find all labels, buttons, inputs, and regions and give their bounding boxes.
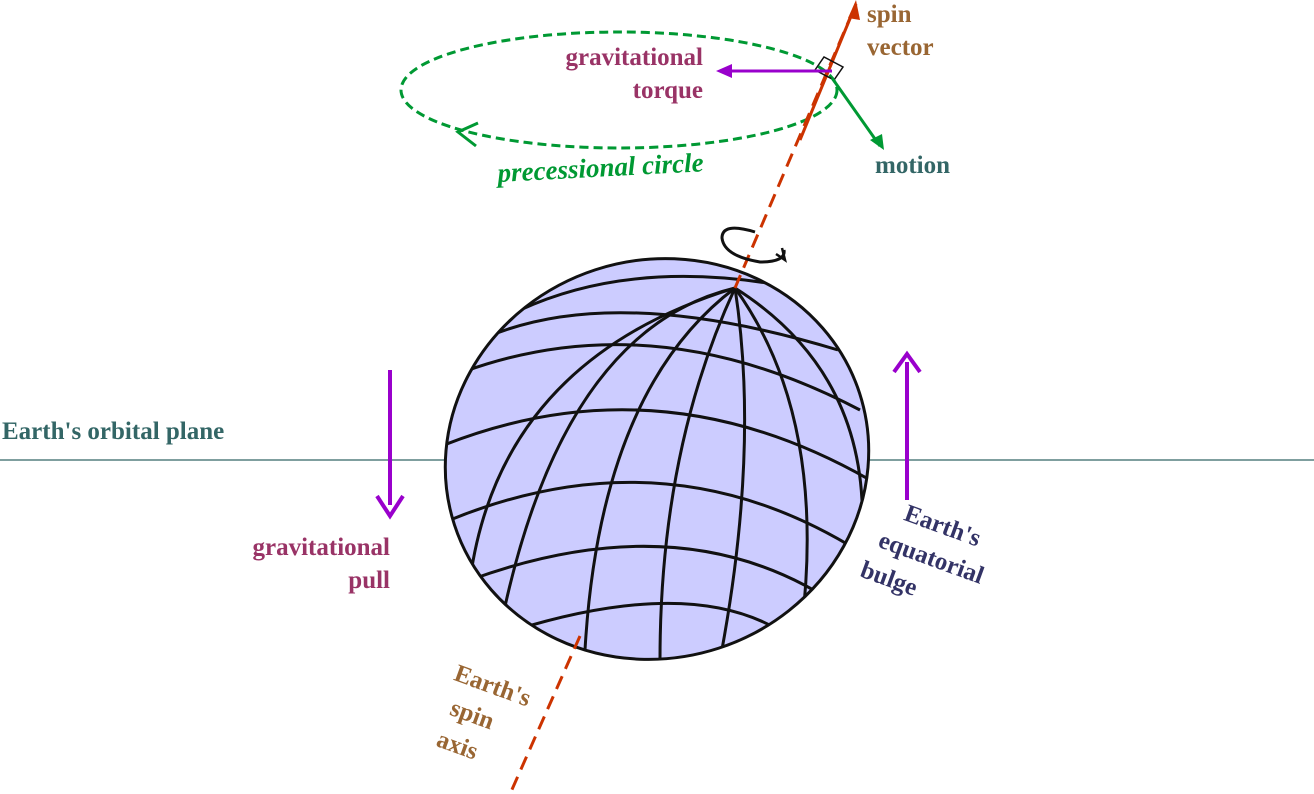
spin-axis-label: Earth's spin axis — [433, 660, 535, 766]
precessional-circle-label: precessional circle — [495, 147, 705, 188]
rotation-arrow-icon — [720, 226, 786, 264]
earth-globe — [443, 257, 871, 661]
motion-label: motion — [875, 152, 950, 179]
gravitational-pull-label-2: pull — [348, 567, 390, 594]
spin-vector-label-2: vector — [867, 34, 934, 61]
motion-arrowhead — [870, 134, 884, 150]
gravitational-torque-label-1: gravitational — [566, 44, 704, 71]
spin-vector-arrowhead — [848, 0, 860, 20]
gravitational-torque-label-2: torque — [633, 77, 703, 104]
precession-arrowhead — [455, 121, 479, 148]
rotation-arrowhead — [775, 247, 787, 263]
motion-arrow — [830, 77, 882, 147]
spin-axis-label-2: spin — [447, 695, 498, 736]
spin-vector-label-1: spin — [867, 1, 912, 28]
spin-vector-line — [733, 3, 858, 289]
right-angle-marker — [813, 56, 845, 81]
precessional-circle — [399, 30, 839, 150]
equatorial-bulge-label: Earth's equatorial bulge — [857, 500, 988, 602]
gravitational-pull-label-1: gravitational — [253, 534, 391, 561]
spin-axis-lower — [508, 635, 582, 794]
torque-arrowhead — [716, 64, 732, 78]
spin-axis-label-3: axis — [433, 726, 482, 766]
orbital-plane-label: Earth's orbital plane — [2, 418, 224, 445]
